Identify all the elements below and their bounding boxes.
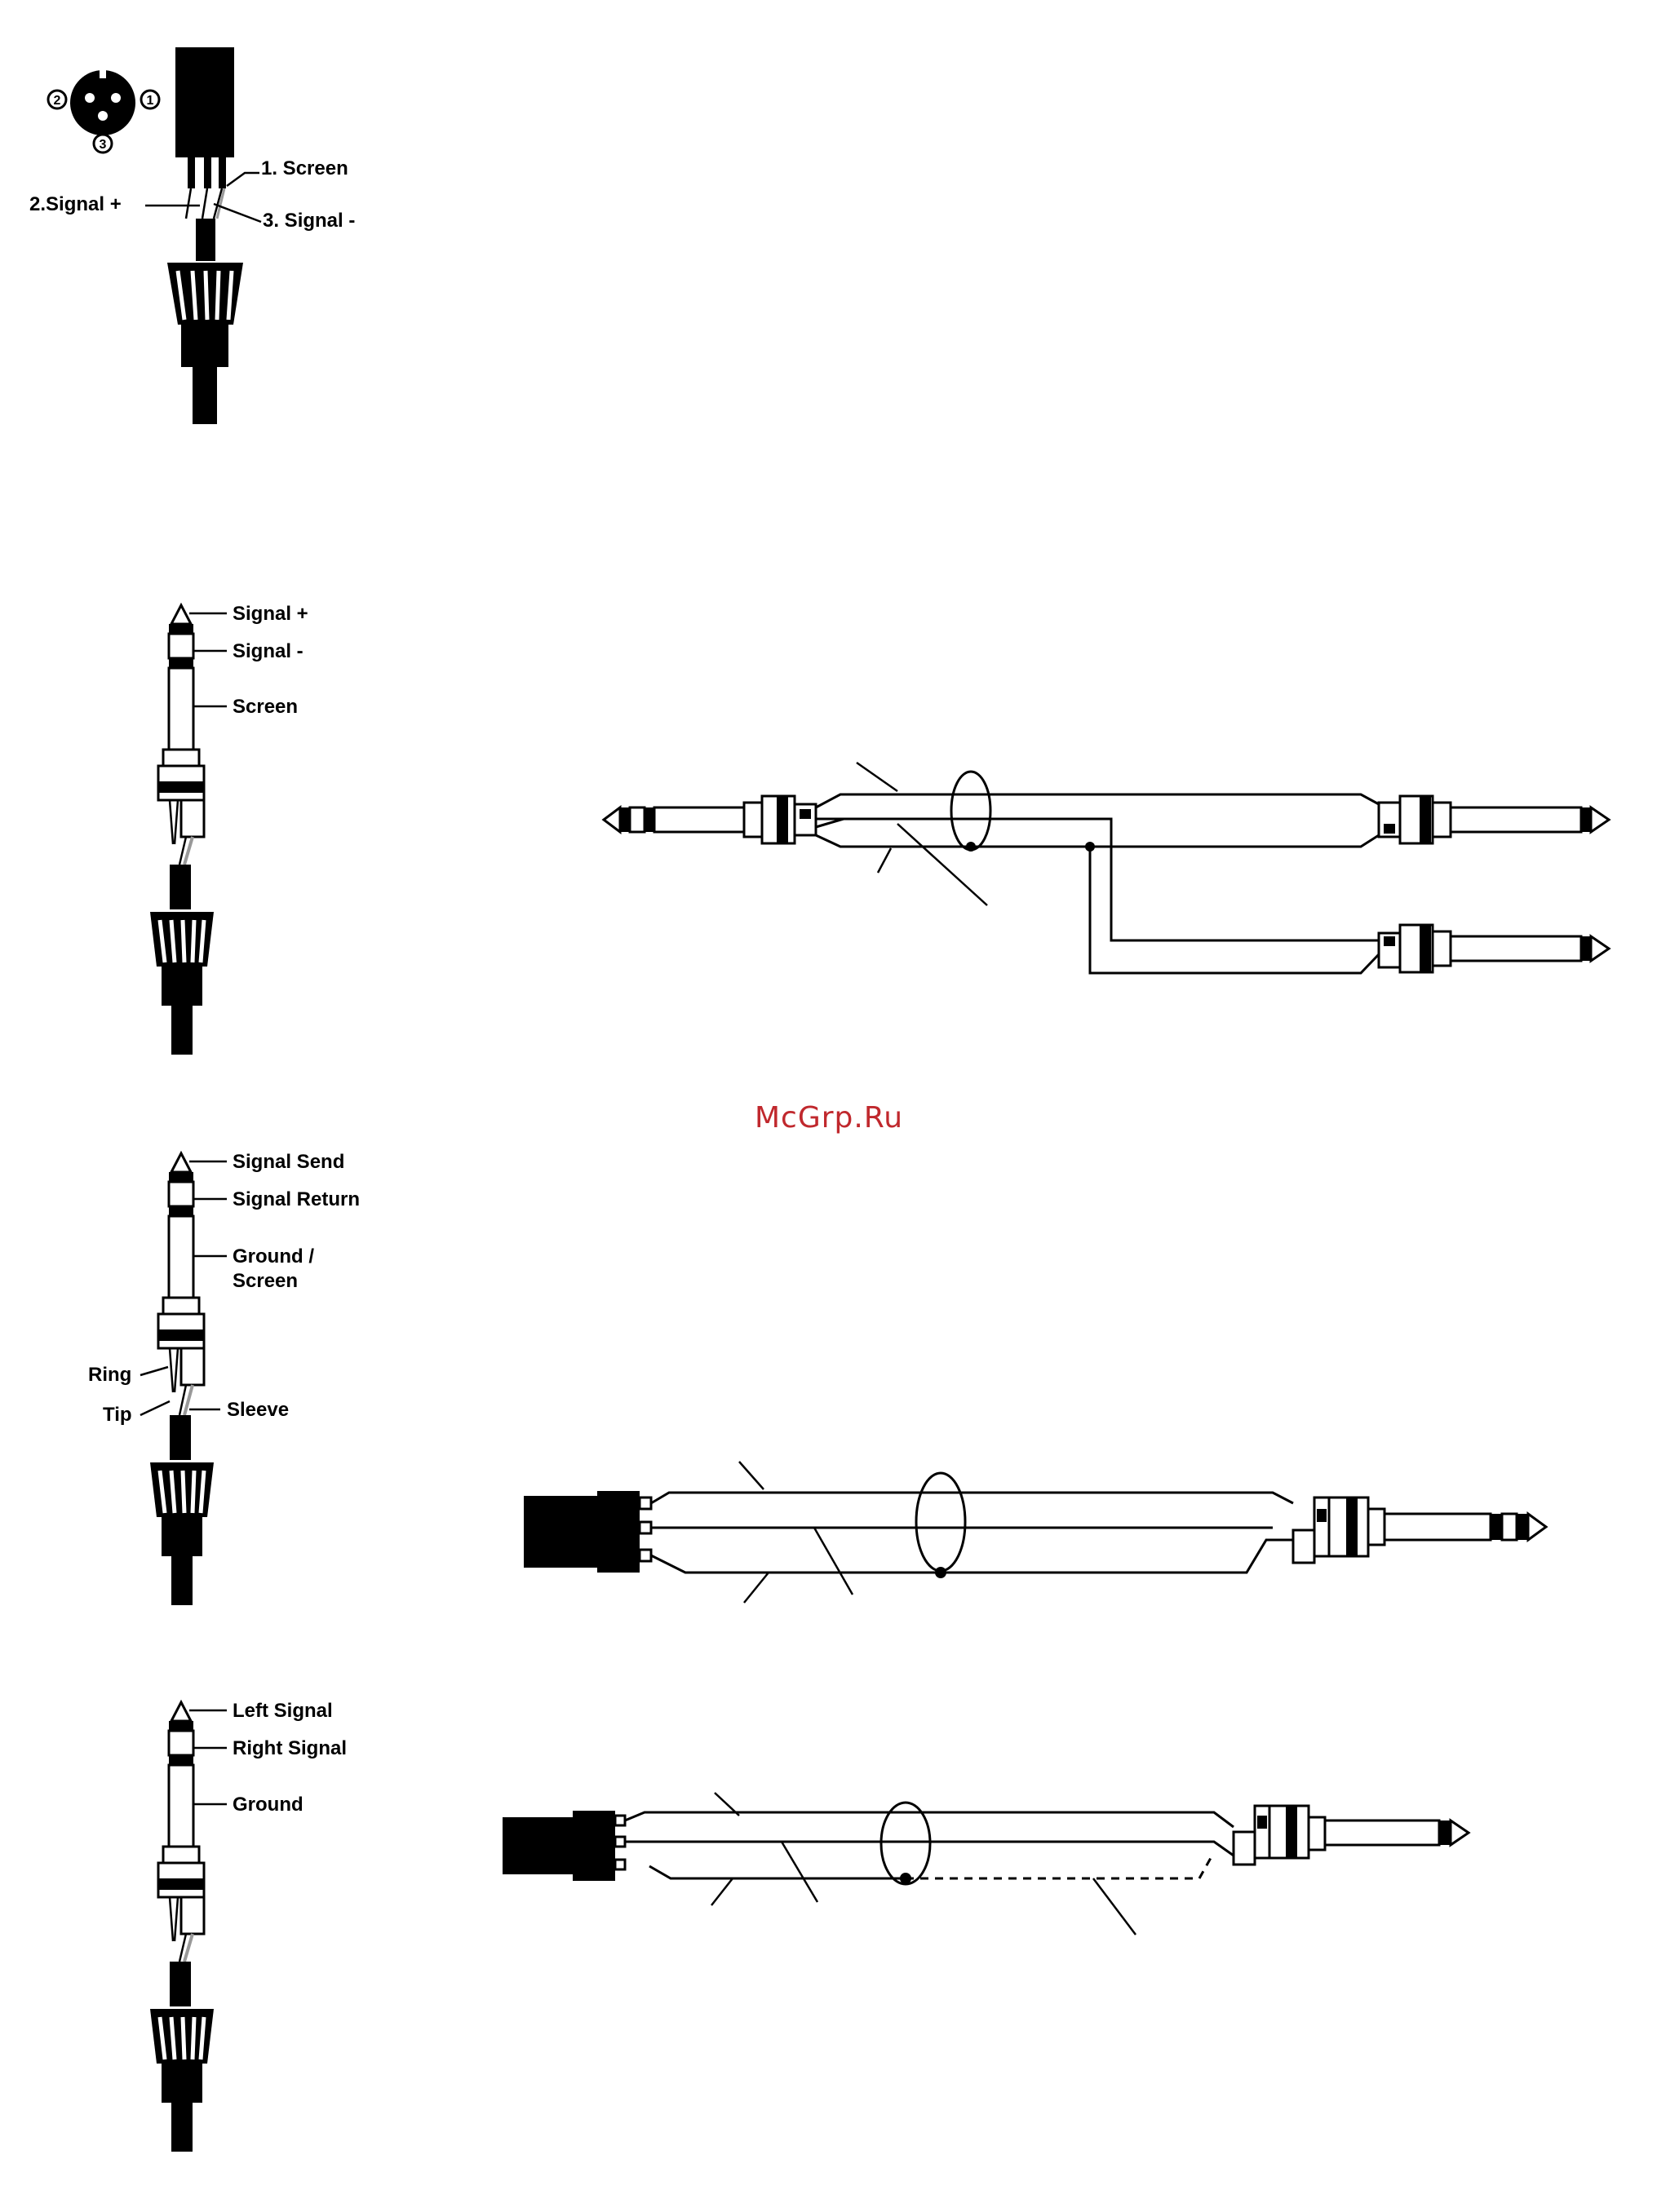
jack2-wire-ring-label: Ring — [88, 1364, 131, 1386]
xlr-to-ts-cable-diagram — [503, 1793, 1469, 1935]
jack3-ring-label: Right Signal — [233, 1737, 347, 1759]
ts-plug-right — [1234, 1806, 1469, 1865]
trs-jack-plug — [150, 1153, 214, 1605]
y-split-cable-diagram — [604, 763, 1609, 973]
jack2-tip-label: Signal Send — [233, 1151, 344, 1173]
jack2-sleeve-label-1: Ground / — [233, 1245, 314, 1267]
xlr-to-trs-cable-diagram — [524, 1462, 1546, 1603]
watermark: McGrp.Ru — [755, 1101, 903, 1135]
xlr-pinout-diagram: 2 1 3 1. Screen 2.Signal + 3. Signal - — [29, 47, 355, 424]
ts-plug-right-top — [1379, 796, 1609, 843]
jack2-sleeve-label-2: Screen — [233, 1270, 298, 1292]
jack1-tip-label: Signal + — [233, 603, 308, 625]
xlr-pin-face: 2 1 3 — [48, 70, 159, 153]
trs-jack-plug — [150, 1702, 214, 2152]
xlr-pin3-leader — [214, 204, 261, 222]
xlr-plug — [503, 1811, 625, 1881]
pin-number-1: 1 — [147, 94, 154, 108]
jack3-sleeve-label: Ground — [233, 1794, 303, 1816]
xlr-pin3-label: 3. Signal - — [263, 210, 355, 232]
jack2-ring-label: Signal Return — [233, 1188, 360, 1210]
jack2-wire-sleeve-label: Sleeve — [227, 1399, 289, 1421]
trs-jack-plug — [150, 605, 214, 1055]
trs-plug-right — [1293, 1498, 1546, 1563]
ts-plug-right-bottom — [1379, 925, 1609, 972]
xlr-pin1-leader — [227, 173, 259, 186]
jack2-wire-tip-label: Tip — [103, 1404, 132, 1426]
insert-jack-diagram: Signal Send Signal Return Ground / Scree… — [88, 1151, 360, 1605]
balanced-jack-diagram: Signal + Signal - Screen — [150, 603, 308, 1055]
xlr-pin2-label: 2.Signal + — [29, 193, 122, 215]
pin-number-3: 3 — [100, 138, 107, 152]
stereo-jack-diagram: Left Signal Right Signal Ground — [150, 1700, 347, 2152]
trs-plug-left — [604, 796, 816, 843]
xlr-pin1-label: 1. Screen — [261, 157, 348, 179]
jack1-ring-label: Signal - — [233, 640, 303, 662]
jack3-tip-label: Left Signal — [233, 1700, 333, 1722]
jack1-sleeve-label: Screen — [233, 696, 298, 718]
pin-number-2: 2 — [54, 94, 61, 108]
xlr-plug — [524, 1491, 651, 1573]
xlr-connector — [167, 47, 243, 424]
